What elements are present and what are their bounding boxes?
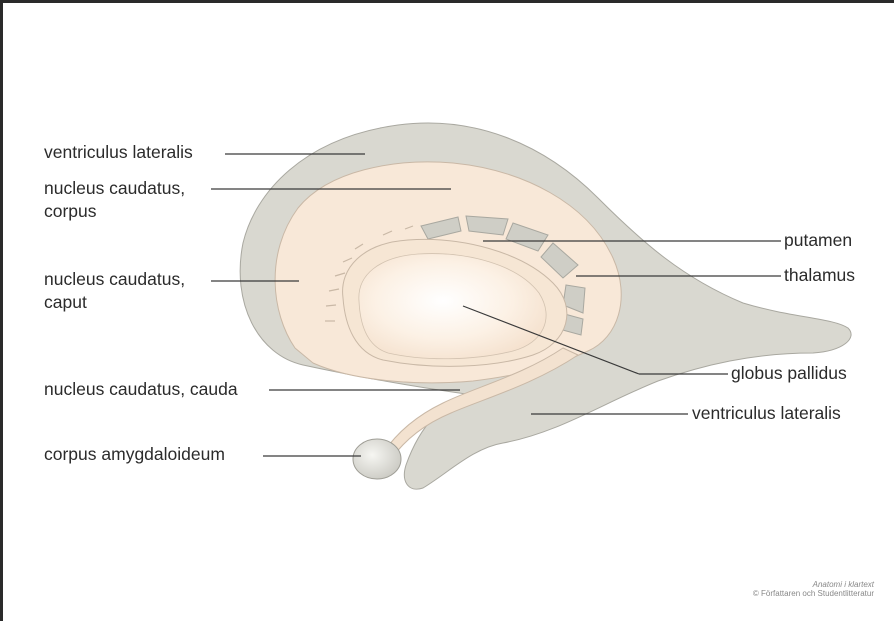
label-globus-pallidus: globus pallidus [731, 363, 847, 384]
diagram-canvas: ventriculus lateralis nucleus caudatus, … [3, 3, 894, 621]
label-ventriculus-lateralis-bottom: ventriculus lateralis [692, 403, 841, 424]
label-putamen: putamen [784, 230, 852, 251]
label-nucleus-caudatus-caput-line2: caput [44, 292, 87, 313]
image-credit: Anatomi i klartext © Författaren och Stu… [753, 580, 874, 598]
label-nucleus-caudatus-corpus-line1: nucleus caudatus, [44, 178, 185, 199]
label-corpus-amygdaloideum: corpus amygdaloideum [44, 444, 225, 465]
label-nucleus-caudatus-caput-line1: nucleus caudatus, [44, 269, 185, 290]
label-nucleus-caudatus-corpus-line2: corpus [44, 201, 97, 222]
corpus-amygdaloideum-shape [353, 439, 401, 479]
label-nucleus-caudatus-cauda: nucleus caudatus, cauda [44, 379, 238, 400]
label-thalamus: thalamus [784, 265, 855, 286]
credit-copyright: © Författaren och Studentlitteratur [753, 589, 874, 598]
basal-ganglia-illustration [3, 3, 894, 621]
label-ventriculus-lateralis-top: ventriculus lateralis [44, 142, 193, 163]
credit-title: Anatomi i klartext [753, 580, 874, 589]
